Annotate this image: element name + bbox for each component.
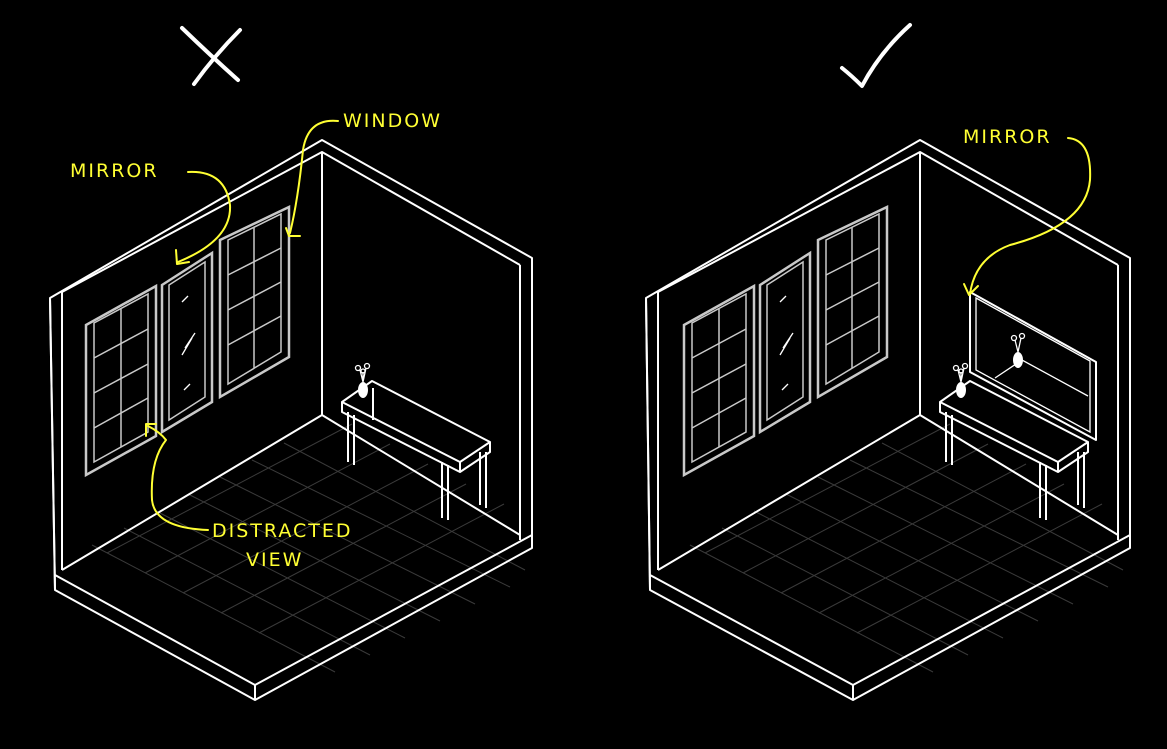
left-floor-grid bbox=[91, 423, 526, 673]
arrow-to-side-mirror bbox=[969, 137, 1092, 295]
right-room: MIRROR bbox=[645, 23, 1131, 701]
left-window-2 bbox=[218, 205, 291, 400]
label-window: WINDOW bbox=[343, 110, 442, 132]
left-wall-mirror bbox=[160, 250, 214, 435]
label-view: VIEW bbox=[246, 549, 303, 571]
right-window-1 bbox=[682, 283, 756, 478]
right-room-walls bbox=[645, 139, 1131, 701]
arrow-to-view bbox=[147, 425, 209, 531]
right-floor-grid bbox=[689, 423, 1124, 673]
label-distracted: DISTRACTED bbox=[212, 520, 353, 542]
label-mirror: MIRROR bbox=[70, 160, 159, 182]
right-wall-mirror bbox=[758, 250, 812, 435]
right-vase bbox=[952, 362, 969, 398]
right-table bbox=[939, 380, 1089, 520]
right-side-mirror bbox=[969, 291, 1097, 441]
left-room: MIRROR WINDOW DISTRACTED VIEW bbox=[49, 26, 533, 701]
left-vase bbox=[354, 362, 371, 398]
left-table bbox=[341, 380, 491, 520]
arrow-to-mirror bbox=[177, 170, 232, 263]
left-annotations: MIRROR WINDOW DISTRACTED VIEW bbox=[70, 110, 442, 571]
check-mark-icon bbox=[840, 23, 912, 88]
arrow-to-window bbox=[289, 119, 339, 234]
label-mirror-right: MIRROR bbox=[963, 126, 1052, 148]
cross-mark-icon bbox=[180, 26, 242, 86]
right-window-2 bbox=[816, 205, 889, 400]
right-annotations: MIRROR bbox=[963, 126, 1092, 296]
left-window-1 bbox=[84, 283, 158, 478]
left-room-walls bbox=[49, 139, 533, 701]
